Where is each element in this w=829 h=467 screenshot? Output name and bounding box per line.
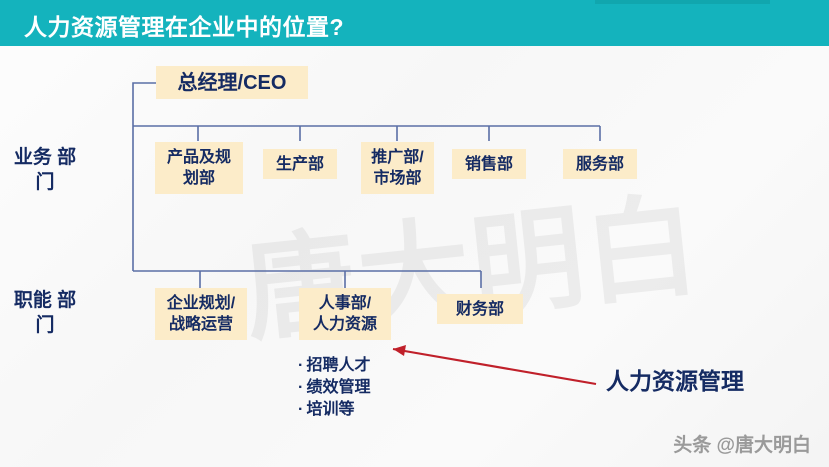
hr-bullet-item: 培训等 <box>298 399 371 421</box>
node-ceo[interactable]: 总经理/CEO <box>156 66 308 99</box>
hr-function-bullets: 招聘人才 绩效管理 培训等 <box>298 355 371 421</box>
node-enterprise-planning-strategy[interactable]: 企业规划/ 战略运营 <box>155 288 247 340</box>
slide-header-bar: 人力资源管理在企业中的位置? <box>0 0 829 46</box>
node-sales[interactable]: 销售部 <box>452 149 526 179</box>
node-hr-department[interactable]: 人事部/ 人力资源 <box>299 288 391 340</box>
node-production[interactable]: 生产部 <box>263 149 337 179</box>
node-product-planning[interactable]: 产品及规 划部 <box>155 142 243 194</box>
hr-bullet-item: 招聘人才 <box>298 355 371 377</box>
callout-label: 人力资源管理 <box>606 368 744 394</box>
row-label-business: 业务 部门 <box>13 147 77 193</box>
hr-bullet-item: 绩效管理 <box>298 377 371 399</box>
header-accent-strip <box>595 0 770 4</box>
bottom-watermark: 头条 @唐大明白 <box>673 435 811 456</box>
row-label-functional: 职能 部门 <box>13 290 77 336</box>
node-promotion-marketing[interactable]: 推广部/ 市场部 <box>361 142 434 194</box>
node-service[interactable]: 服务部 <box>563 149 637 179</box>
node-finance[interactable]: 财务部 <box>437 294 523 324</box>
page-title: 人力资源管理在企业中的位置? <box>24 14 345 40</box>
